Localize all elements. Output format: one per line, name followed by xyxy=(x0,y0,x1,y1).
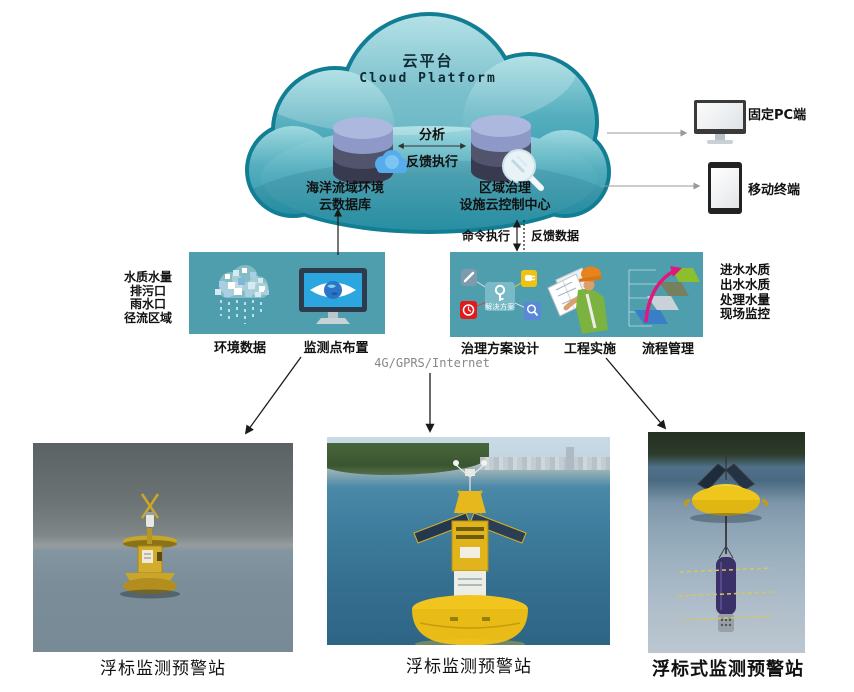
command-exec-label: 命令执行 xyxy=(461,229,510,243)
monitoring-screen-icon xyxy=(299,268,367,324)
clock-icon xyxy=(460,301,477,319)
buoy-3-illustration xyxy=(677,456,775,632)
left-side-text: 水质水量 排污口 雨水口 径流区域 xyxy=(114,270,182,325)
right-side-line-2: 出水水质 xyxy=(719,276,770,292)
environment-data-panel xyxy=(189,252,385,334)
network-label: 4G/GPRS/Internet xyxy=(374,356,490,370)
governance-panel: 解决方案 xyxy=(450,252,703,337)
left-side-line-3: 雨水口 xyxy=(129,297,166,311)
control-center-label-line1: 区域治理 xyxy=(478,181,531,196)
process-steps-icon xyxy=(628,266,700,327)
plug-icon xyxy=(521,270,537,287)
engineer-image xyxy=(547,266,608,334)
city-skyline xyxy=(480,457,610,470)
city-tower xyxy=(566,447,574,470)
cloud-sync-icon xyxy=(375,150,408,173)
station-caption-1: 浮标监测预警站 xyxy=(100,659,226,679)
solution-badge: 解决方案 xyxy=(485,303,515,311)
buoy-1-illustration xyxy=(120,493,180,599)
buoy-photo-2 xyxy=(327,437,610,645)
right-side-line-1: 进水水质 xyxy=(719,262,770,277)
key-icon xyxy=(485,282,515,311)
analysis-label: 分析 xyxy=(418,128,445,143)
right-side-line-3: 处理水量 xyxy=(719,291,770,307)
buoy-photo-1 xyxy=(33,443,293,652)
feedback-data-label: 反馈数据 xyxy=(531,229,580,243)
search-icon xyxy=(524,302,541,320)
to-buoy1-arrow xyxy=(244,356,302,435)
feedback-exec-label: 反馈执行 xyxy=(405,155,458,170)
right-side-text: 进水水质 出水水质 处理水量 现场监控 xyxy=(712,262,778,322)
left-side-line-1: 水质水量 xyxy=(123,270,172,284)
pc-label: 固定PC端 xyxy=(748,108,807,123)
process-mgmt-label: 流程管理 xyxy=(641,342,694,357)
right-side-line-4: 现场监控 xyxy=(719,306,770,322)
pc-monitor-icon xyxy=(694,100,746,146)
buoy-2-illustration xyxy=(412,460,528,645)
left-side-line-4: 径流区域 xyxy=(123,310,172,325)
to-buoy3-arrow xyxy=(605,357,667,430)
mobile-label: 移动终端 xyxy=(748,183,801,198)
engineering-label: 工程实施 xyxy=(563,342,616,357)
control-center-database-icon xyxy=(471,115,544,191)
control-center-label-line2: 设施云控制中心 xyxy=(459,198,551,213)
station-caption-3: 浮标式监测预警站 xyxy=(652,659,804,680)
marine-db-label-line2: 云数据库 xyxy=(318,198,371,213)
marine-db-label-line1: 海洋流域环境 xyxy=(305,181,384,196)
mobile-phone-icon xyxy=(708,162,742,214)
solution-design-label: 治理方案设计 xyxy=(460,342,539,357)
magnifier-icon xyxy=(502,149,544,191)
solution-design-icons xyxy=(460,269,541,320)
data-cloud-icon xyxy=(215,265,269,324)
cloud-subtitle: Cloud Platform xyxy=(359,71,497,86)
station-caption-2: 浮标监测预警站 xyxy=(406,657,532,677)
marine-database-icon xyxy=(333,117,408,184)
pencil-icon xyxy=(461,269,477,286)
env-data-label: 环境数据 xyxy=(213,341,266,356)
monitor-point-label: 监测点布置 xyxy=(303,341,369,356)
buoy-photo-3 xyxy=(648,432,805,653)
cloud-title: 云平台 xyxy=(402,52,454,70)
left-side-line-2: 排污口 xyxy=(129,283,166,298)
